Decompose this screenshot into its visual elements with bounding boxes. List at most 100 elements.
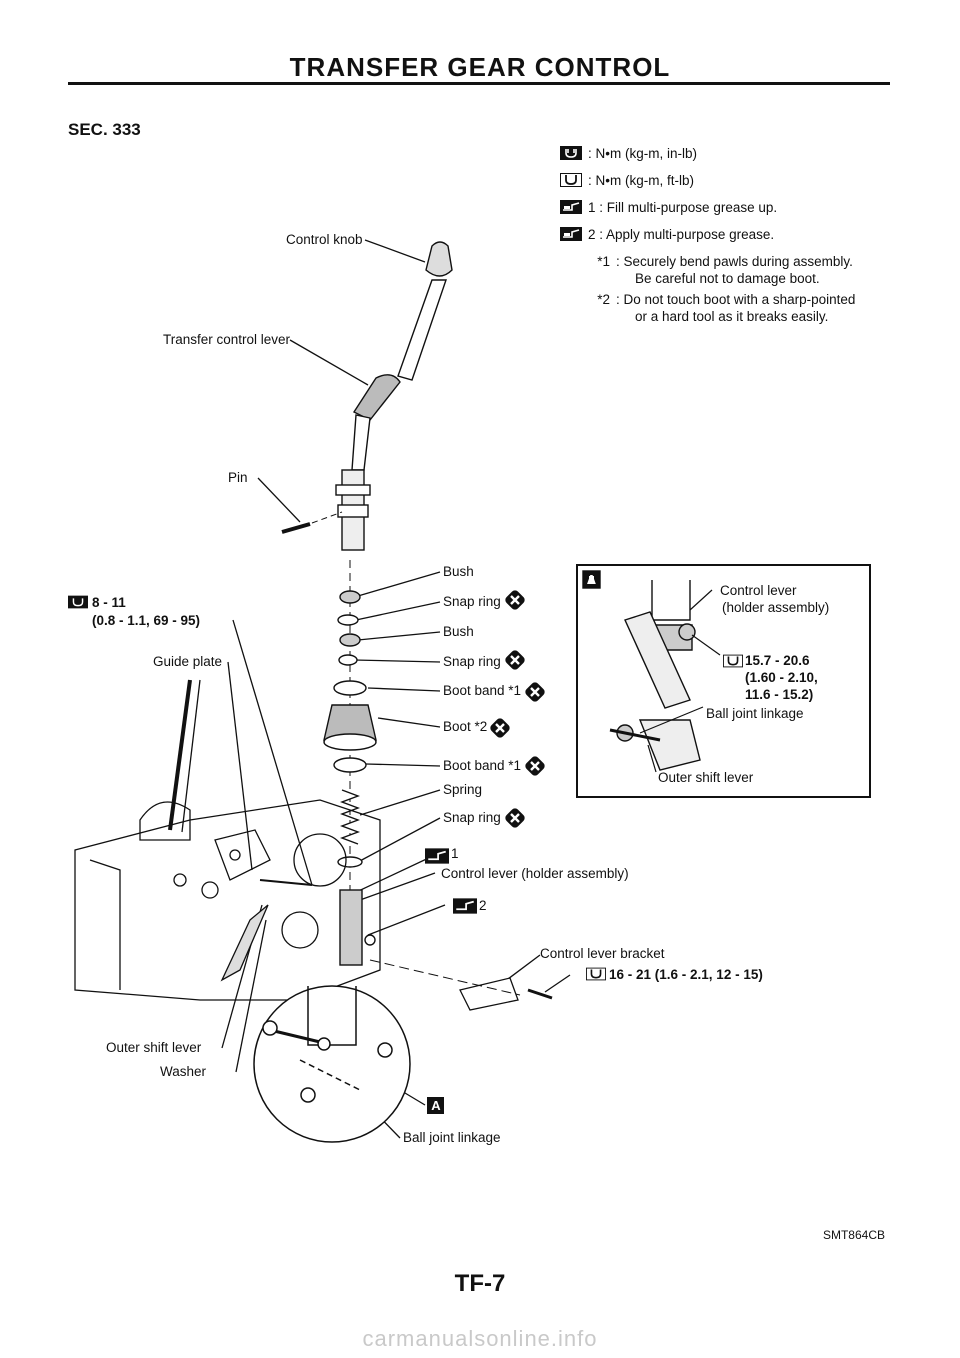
- inset-leader-torque: [691, 634, 721, 656]
- inset-leader-ball-joint: [639, 706, 704, 734]
- bush-1: [339, 590, 361, 604]
- label-boot: Boot *2: [443, 719, 488, 734]
- leader-snap-ring-2: [353, 659, 441, 663]
- legend-code: *2: [597, 292, 610, 307]
- label-bush-1: Bush: [443, 564, 474, 579]
- spring: [340, 789, 360, 845]
- leader-bush-2: [357, 631, 441, 641]
- transfer-housing: [74, 679, 381, 1001]
- title-rule: [68, 82, 890, 85]
- leader-bracket-torque: [544, 974, 571, 993]
- legend-text: : N•m (kg-m, ft-lb): [588, 173, 694, 188]
- legend-code: 2: [588, 227, 596, 242]
- page-number: TF-7: [454, 1270, 506, 1297]
- leader-grease-1: [349, 854, 436, 896]
- legend-text: : Fill multi-purpose grease up.: [599, 200, 778, 215]
- legend-text: : Do not touch boot with a sharp-pointed: [616, 292, 856, 307]
- label-washer: Washer: [160, 1064, 207, 1079]
- inset-marker: A: [586, 572, 597, 587]
- label-snap-ring-1: Snap ring: [443, 594, 501, 609]
- leader-pin: [257, 477, 301, 523]
- label-guide-plate: Guide plate: [153, 654, 223, 669]
- legend-row-7: *2 : Do not touch boot with a sharp-point…: [590, 291, 855, 308]
- label-bush-2: Bush: [443, 624, 474, 639]
- legend-row-5: *1: Securely bend pawls during assembly.: [590, 253, 853, 270]
- torque-wrench-icon: [68, 595, 88, 609]
- legend-row-6: Be careful not to damage boot.: [635, 270, 820, 287]
- grease-gun-icon: [453, 898, 477, 914]
- legend-text: Be careful not to damage boot.: [635, 271, 820, 286]
- label-torque-left-1: 8 - 11: [92, 595, 126, 610]
- leader-snap-ring-1: [355, 601, 441, 621]
- label-grease-1: 1: [451, 846, 459, 861]
- grease-gun-icon: [560, 200, 582, 214]
- figure-code: SMT864CB: [822, 1228, 885, 1242]
- leader-control-lever-holder: [359, 872, 436, 901]
- detail-circle-a: [253, 985, 411, 1143]
- inset-label-control-lever: Control lever: [720, 583, 797, 598]
- legend-row-1: : N•m (kg-m, in-lb): [560, 145, 697, 162]
- leader-guide-plate: [227, 661, 253, 871]
- page-title: TRANSFER GEAR CONTROL: [289, 52, 671, 82]
- inset-label-ball-joint: Ball joint linkage: [706, 706, 804, 721]
- label-torque-left-2: (0.8 - 1.1, 69 - 95): [92, 613, 201, 628]
- leader-grease-2: [367, 904, 446, 936]
- legend-row-8: or a hard tool as it breaks easily.: [635, 308, 828, 325]
- label-ball-joint-linkage: Ball joint linkage: [403, 1130, 501, 1145]
- torque-wrench-icon: [723, 654, 743, 668]
- leader-transfer-control-lever: [289, 339, 369, 386]
- leader-bush-1: [357, 571, 441, 597]
- boot-band-1: [333, 680, 367, 696]
- label-boot-band-2: Boot band *1: [443, 758, 522, 773]
- control-lever-bracket: [369, 959, 553, 1011]
- control-lever-holder: [339, 889, 363, 966]
- torque-wrench-icon: [560, 146, 582, 160]
- label-control-lever-holder: Control lever (holder assembly): [441, 866, 629, 881]
- torque-wrench-icon: [586, 967, 606, 981]
- leader-boot: [377, 717, 441, 728]
- leader-washer: [235, 919, 267, 1073]
- legend-text: : Apply multi-purpose grease.: [599, 227, 775, 242]
- pin: [281, 522, 311, 534]
- inset-torque-2: (1.60 - 2.10,: [745, 670, 818, 685]
- boot-band-2: [333, 757, 367, 773]
- legend-row-2: : N•m (kg-m, ft-lb): [560, 172, 694, 189]
- view-a-marker: A: [431, 1098, 441, 1113]
- legend-code: 1: [588, 200, 596, 215]
- snap-ring-2: [338, 654, 358, 666]
- inset-leader-control-lever: [689, 589, 713, 611]
- snap-ring-1: [337, 614, 359, 626]
- leader-spring: [359, 789, 441, 816]
- legend-text: : N•m (kg-m, in-lb): [588, 146, 697, 161]
- label-outer-shift-lever: Outer shift lever: [106, 1040, 202, 1055]
- label-transfer-control-lever: Transfer control lever: [163, 332, 291, 347]
- transfer-control-lever: [335, 241, 453, 551]
- label-bracket-torque: 16 - 21 (1.6 - 2.1, 12 - 15): [609, 967, 763, 982]
- inset-torque-3: 11.6 - 15.2): [745, 687, 814, 702]
- leader-boot-band-2: [365, 763, 441, 767]
- leader-torque-left: [232, 619, 313, 886]
- do-not-reuse-icon: [525, 682, 545, 702]
- do-not-reuse-icon: [525, 756, 545, 776]
- do-not-reuse-icon: [505, 808, 525, 828]
- legend-code: *1: [597, 254, 610, 269]
- label-grease-2: 2: [479, 898, 487, 913]
- torque-wrench-icon: [560, 173, 582, 187]
- label-boot-band-1: Boot band *1: [443, 683, 522, 698]
- legend-row-3: 1 : Fill multi-purpose grease up.: [560, 199, 777, 216]
- legend-row-4: 2 : Apply multi-purpose grease.: [560, 226, 774, 243]
- leader-control-knob: [364, 239, 426, 263]
- label-control-knob: Control knob: [286, 232, 363, 247]
- inset-leader-outer-shift-lever: [647, 744, 657, 773]
- section-number: SEC. 333: [68, 120, 141, 139]
- do-not-reuse-icon: [490, 718, 510, 738]
- grease-gun-icon: [425, 848, 449, 864]
- leader-snap-ring-3: [357, 817, 441, 863]
- view-a-marker-box: [427, 1097, 444, 1114]
- do-not-reuse-icon: [505, 650, 525, 670]
- label-pin: Pin: [228, 470, 248, 485]
- label-spring: Spring: [443, 782, 483, 797]
- inset-label-holder-assembly: (holder assembly): [722, 600, 830, 615]
- label-snap-ring-3: Snap ring: [443, 810, 501, 825]
